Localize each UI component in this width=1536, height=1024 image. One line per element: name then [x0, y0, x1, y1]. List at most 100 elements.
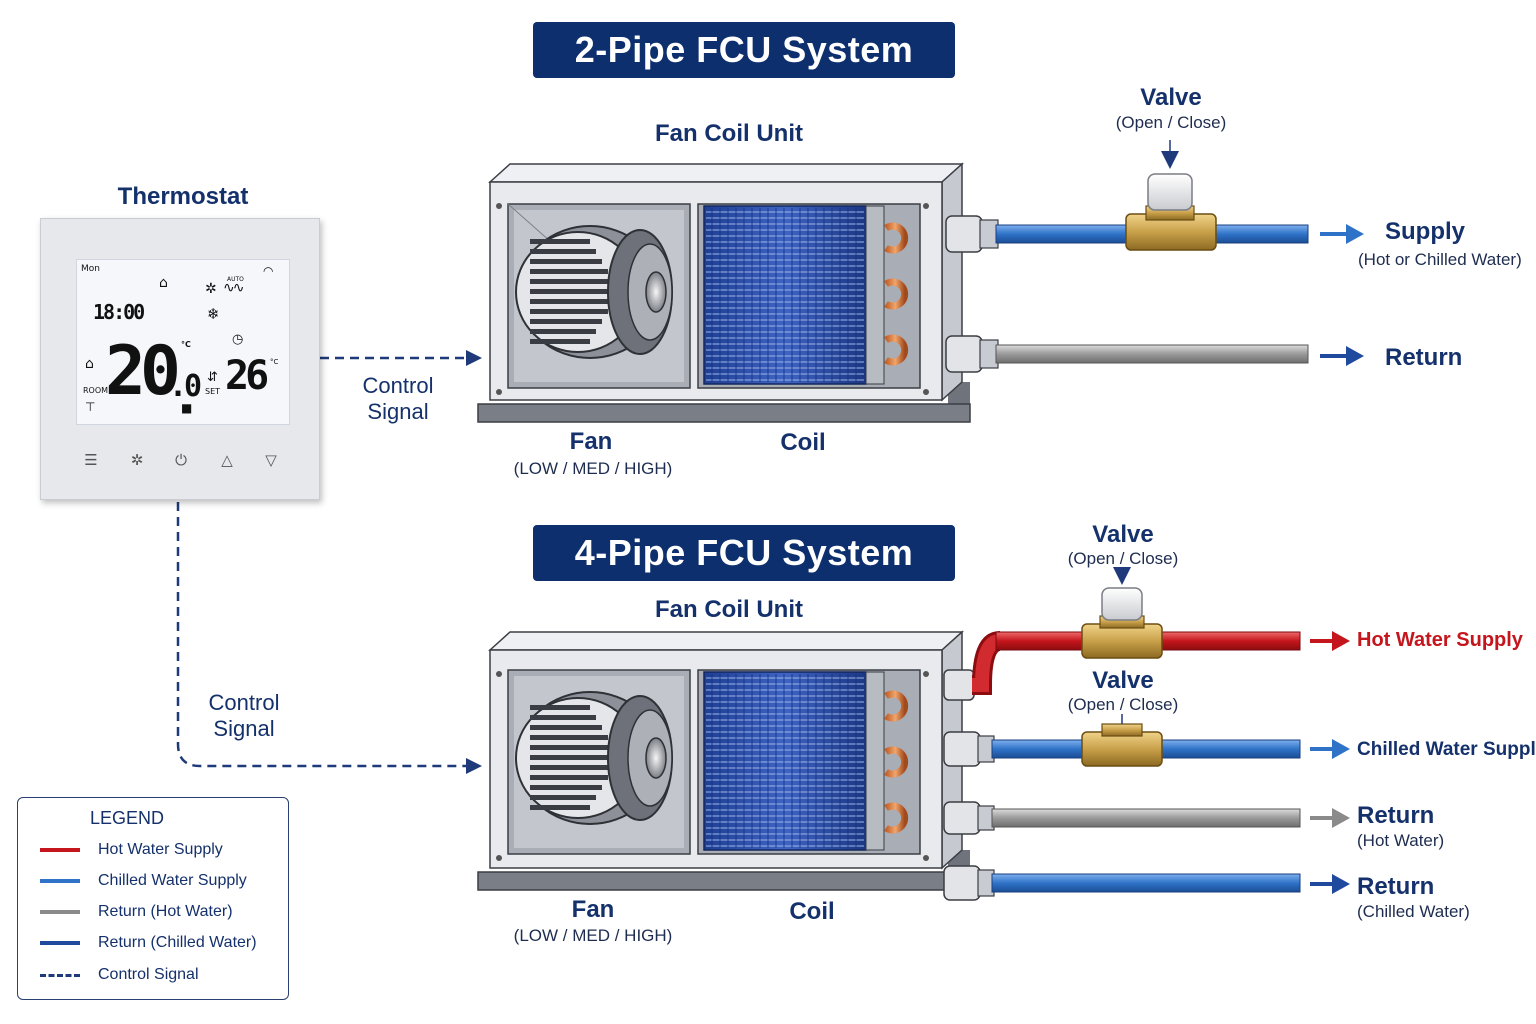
fan-slot: [530, 249, 596, 254]
coil-label-2pipe: Coil: [780, 429, 826, 456]
power-icon[interactable]: ⏻: [175, 451, 187, 469]
valve1-label-4pipe: Valve: [1092, 521, 1154, 548]
legend-swatch-control-signal: [40, 973, 80, 977]
menu-icon[interactable]: ☰: [84, 451, 98, 469]
two-pipe-title: 2-Pipe FCU System: [533, 22, 955, 78]
fan-slot: [530, 725, 602, 730]
fan-slot: [530, 745, 614, 750]
fan-slot: [530, 299, 614, 304]
valve2-sub-4pipe: (Open / Close): [1067, 695, 1179, 714]
thermostat-screen: Mon ⌂ AUTO ✲ ∿∿ ◠ ❄ 18:00 ◷ ⌂ 20 .0 °C ⇵…: [76, 259, 290, 425]
fan-blower-2pipe: [515, 225, 673, 359]
legend-label: Chilled Water Supply: [98, 872, 247, 889]
valve-2pipe: [1125, 140, 1217, 251]
return-chilled-label: Return: [1357, 873, 1435, 900]
return-hot-pipe: [943, 801, 1301, 835]
chilled-water-valve: [1081, 714, 1163, 767]
four-pipe-title: 4-Pipe FCU System: [533, 525, 955, 581]
up-icon[interactable]: △: [221, 451, 233, 469]
legend-label: Return (Hot Water): [98, 903, 233, 920]
control-signal-label-4pipe-line1: Control: [208, 690, 280, 715]
heat-icon: ⇵: [207, 370, 218, 385]
snowflake-icon: ❄: [207, 305, 220, 323]
airflow-icon: ∿∿: [223, 280, 245, 296]
fan-slot: [530, 339, 590, 344]
valve-label-2pipe: Valve: [1140, 84, 1202, 111]
return-arrow-2pipe: [1320, 346, 1364, 366]
supply-label-2pipe: Supply: [1385, 218, 1466, 245]
legend-label: Control Signal: [98, 966, 199, 983]
fan-slot: [530, 319, 602, 324]
legend-swatch-return-chilled: [40, 941, 80, 945]
fcu-unit-4pipe: [477, 630, 971, 891]
lock-icon: ■: [181, 401, 193, 415]
fan-icon: ✲: [205, 281, 217, 297]
return-pipe-2pipe: [945, 335, 1309, 373]
fan-label-4pipe: Fan: [571, 896, 615, 923]
return-hot-label: Return: [1357, 802, 1435, 829]
set-label: SET: [205, 387, 221, 396]
fan-slot: [530, 259, 602, 264]
down-icon[interactable]: ▽: [265, 451, 277, 469]
chilled-supply-arrow: [1310, 739, 1350, 759]
fan-slot: [530, 735, 608, 740]
return-chilled-pipe: [943, 865, 1301, 901]
legend-label: Return (Chilled Water): [98, 934, 257, 951]
fan-speeds-4pipe: (LOW / MED / HIGH): [513, 926, 673, 945]
coil-label-4pipe: Coil: [789, 898, 835, 925]
home-temp-icon: ⌂: [85, 356, 94, 372]
control-signal-2pipe: [320, 350, 482, 366]
fan-slot: [530, 765, 614, 770]
return-hot-sub: (Hot Water): [1357, 831, 1445, 850]
room-temperature-unit: °C: [181, 340, 191, 349]
legend-item: Hot Water Supply: [40, 840, 223, 860]
return-chilled-arrow: [1310, 874, 1350, 894]
fan-slot: [530, 239, 590, 244]
thermostat-auto-label: AUTO: [227, 276, 244, 283]
fan-slot: [530, 705, 590, 710]
legend-item: Chilled Water Supply: [40, 871, 247, 891]
hot-supply-arrow: [1310, 631, 1350, 651]
legend-label: Hot Water Supply: [98, 841, 223, 858]
fan-speeds-2pipe: (LOW / MED / HIGH): [513, 459, 673, 478]
control-signal-label-4pipe-line2: Signal: [213, 716, 275, 741]
legend-swatch-hot-water: [40, 848, 80, 852]
fan-slot: [530, 715, 596, 720]
fan-coil-unit-label-2pipe: Fan Coil Unit: [655, 120, 803, 147]
set-temperature-unit: °C: [270, 358, 279, 366]
fan-button-icon[interactable]: ✲: [130, 451, 144, 469]
chilled-water-supply-label: Chilled Water Supply: [1357, 739, 1536, 760]
legend-swatch-return-hot: [40, 910, 80, 914]
thermostat-title: Thermostat: [117, 183, 249, 210]
wifi-icon: ◠: [263, 264, 274, 278]
valve-status-icon: ⊤: [85, 400, 96, 414]
fan-slot: [530, 795, 596, 800]
fan-slot: [530, 805, 590, 810]
thermostat-time: 18:00: [93, 300, 145, 324]
fan-slot: [530, 775, 608, 780]
supply-sub-2pipe: (Hot or Chilled Water): [1358, 250, 1522, 269]
room-temperature-decimal: .0: [169, 369, 202, 404]
coil-fins-2pipe: [706, 208, 864, 382]
fan-slot: [530, 279, 614, 284]
supply-arrow-2pipe: [1320, 224, 1364, 244]
valve1-sub-4pipe: (Open / Close): [1067, 549, 1179, 568]
fan-blower-4pipe: [515, 691, 673, 825]
fan-slot: [530, 785, 602, 790]
fcu-unit-2pipe: [477, 162, 971, 423]
hot-water-supply-label: Hot Water Supply: [1357, 629, 1523, 651]
thermostat-device: Mon ⌂ AUTO ✲ ∿∿ ◠ ❄ 18:00 ◷ ⌂ 20 .0 °C ⇵…: [40, 218, 320, 500]
fan-slot: [530, 755, 620, 760]
valve2-label-4pipe: Valve: [1092, 667, 1154, 694]
return-label-2pipe: Return: [1385, 344, 1463, 371]
fan-slot: [530, 309, 608, 314]
legend-item: Control Signal: [40, 965, 199, 985]
legend: LEGEND Hot Water Supply Chilled Water Su…: [17, 797, 289, 1000]
fan-coil-unit-label-4pipe: Fan Coil Unit: [655, 596, 803, 623]
valve-sub-2pipe: (Open / Close): [1115, 113, 1227, 132]
control-signal-label-2pipe-line1: Control: [362, 373, 434, 398]
legend-item: Return (Hot Water): [40, 902, 233, 922]
room-label: ROOM: [83, 386, 109, 395]
set-temperature: 26: [225, 353, 269, 399]
